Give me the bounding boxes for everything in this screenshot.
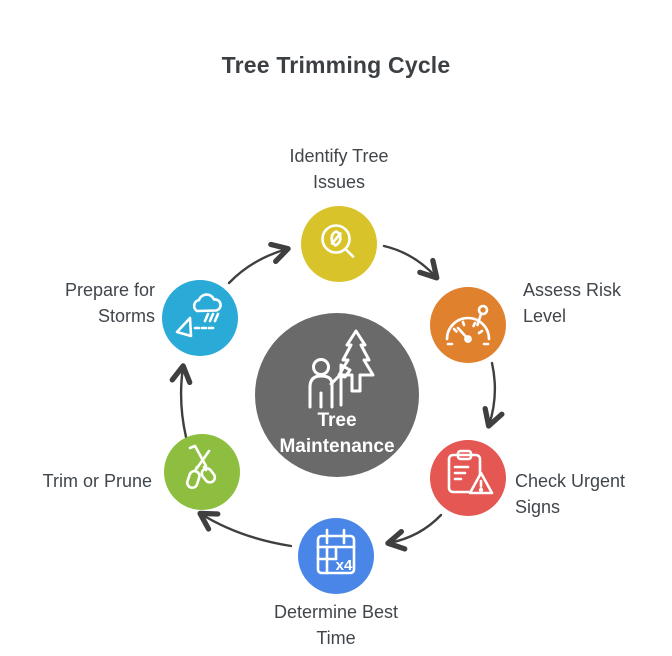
- step-circle-prepare-for-storms: [162, 280, 238, 356]
- center-label-line1: Tree: [317, 410, 356, 431]
- pruning-shears-icon: [185, 444, 217, 490]
- arrow-identify-to-assess: [382, 244, 440, 281]
- label-check-urgent-signs: Check Urgent Signs: [515, 471, 626, 517]
- magnifier-leaf-icon: [321, 224, 355, 258]
- step-circle-assess-risk-level: [430, 287, 506, 363]
- gauge-icon: [445, 304, 491, 346]
- prepare-circle: [162, 280, 238, 356]
- page-title: Tree Trimming Cycle: [221, 52, 451, 78]
- step-circle-determine-best-time: x4: [298, 518, 374, 594]
- arrow-trim-to-prepare: [169, 363, 193, 439]
- label-assess-risk-level: Assess Risk Level: [523, 280, 622, 326]
- assess-circle: [430, 287, 506, 363]
- calendar-x4-badge: x4: [336, 557, 353, 574]
- arrow-determine-to-trim: [197, 510, 293, 548]
- calendar-icon: [316, 528, 356, 575]
- step-circle-check-urgent-signs: [430, 440, 506, 516]
- step-circle-identify-tree-issues: [301, 206, 377, 282]
- step-circle-trim-or-prune: [164, 434, 240, 510]
- arrow-assess-to-check: [482, 361, 505, 429]
- label-identify-tree-issues: Identify Tree Issues: [289, 146, 389, 192]
- storm-cloud-icon: [175, 293, 222, 338]
- center-circle: [255, 313, 419, 477]
- label-prepare-for-storms: Prepare for Storms: [64, 280, 155, 326]
- clipboard-warning-icon: [447, 449, 494, 495]
- worker-and-tree-icon: [308, 329, 375, 409]
- label-trim-or-prune: Trim or Prune: [42, 471, 152, 491]
- arrow-prepare-to-identify: [227, 241, 291, 285]
- arrow-check-to-determine: [385, 513, 443, 552]
- center-label-line2: Maintenance: [279, 436, 394, 457]
- label-determine-best-time: Determine Best Time: [273, 602, 399, 648]
- center-node-tree-maintenance: Tree Maintenance: [255, 313, 419, 477]
